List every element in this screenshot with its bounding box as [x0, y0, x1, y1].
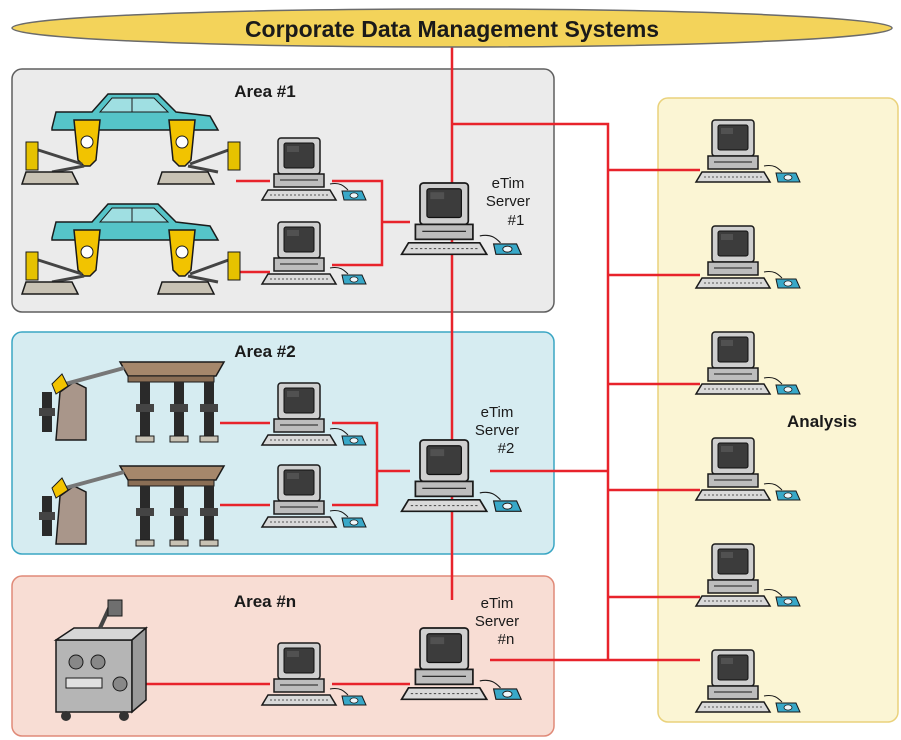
server-1-label-line1: eTim — [492, 175, 525, 192]
lab-equipment-cart-icon — [53, 599, 149, 721]
server-1-label-line2: Server — [486, 193, 530, 210]
corporate-banner — [11, 8, 893, 48]
server-2-label-line3: #2 — [498, 440, 515, 457]
server-n-label-line3: #n — [498, 631, 515, 648]
analysis-panel — [657, 97, 899, 723]
area-n-title: Area #n — [234, 592, 296, 611]
area-2-title: Area #2 — [234, 342, 295, 361]
server-2-label: eTim Server #2 — [475, 404, 519, 457]
server-1-label: eTim Server #1 — [486, 175, 530, 229]
server-n-label-line2: Server — [475, 613, 519, 630]
server-n-label: eTim Server #n — [475, 595, 519, 648]
server-2-label-line1: eTim — [481, 404, 514, 421]
analysis-title: Analysis — [787, 412, 857, 431]
area-1-title: Area #1 — [234, 82, 295, 101]
server-1-label-line3: #1 — [508, 212, 525, 229]
banner-title: Corporate Data Management Systems — [245, 16, 659, 42]
server-n-label-line1: eTim — [481, 595, 514, 612]
server-2-label-line2: Server — [475, 422, 519, 439]
